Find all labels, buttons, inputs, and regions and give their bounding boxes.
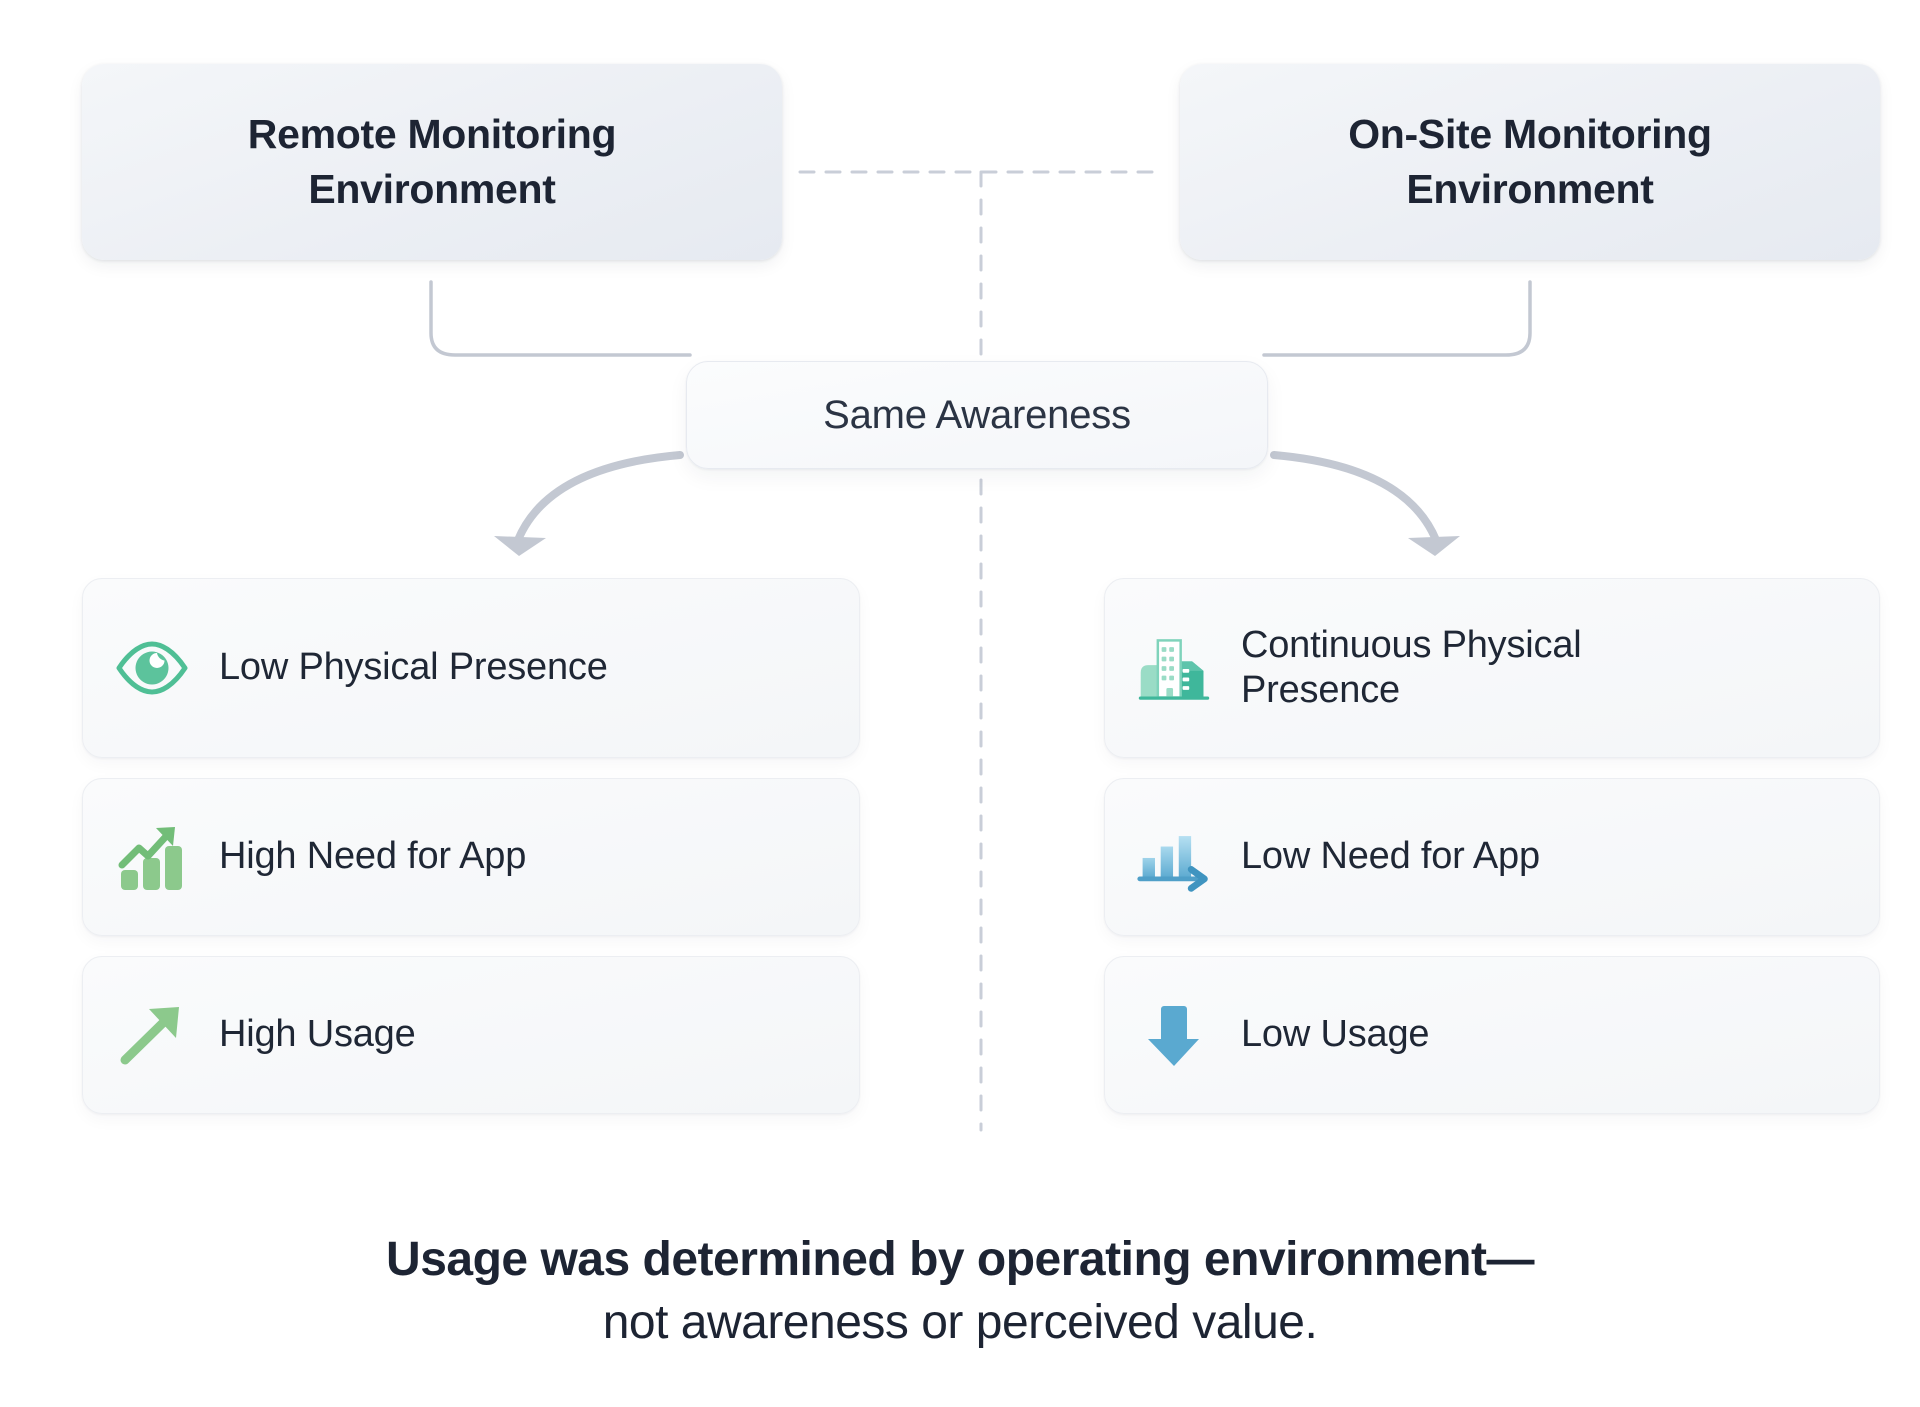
same-awareness-label: Same Awareness [823,392,1131,437]
connector-right-env-to-center [1262,280,1532,357]
eye-icon [113,629,191,707]
same-awareness-node: Same Awareness [686,361,1268,469]
office-building-icon [1135,629,1213,707]
card-low-usage: Low Usage [1104,956,1880,1114]
card-high-need-for-app: High Need for App [82,778,860,936]
remote-env-label-line2: Environment [308,166,556,212]
summary-caption: Usage was determined by operating enviro… [0,1228,1920,1355]
caption-line-2: not awareness or perceived value. [602,1296,1318,1350]
onsite-env-label-line1: On-Site Monitoring [1348,111,1712,158]
card-label: Low Physical Presence [219,646,608,689]
card-label: High Usage [219,1013,416,1056]
arrow-center-to-right [1270,451,1440,544]
card-label-line1: Continuous Physical [1241,624,1582,667]
arrow-up-right-icon [113,996,191,1074]
card-high-usage: High Usage [82,956,860,1114]
card-low-physical-presence: Low Physical Presence [82,578,860,758]
arrow-down-icon [1135,996,1213,1074]
bar-chart-flat-icon [1135,818,1213,896]
remote-monitoring-environment-box: Remote Monitoring Environment [82,64,782,260]
arrow-head-left [494,536,546,556]
card-label: Low Usage [1241,1013,1430,1056]
card-label: Low Need for App [1241,835,1540,878]
bar-chart-up-icon [113,818,191,896]
caption-line-1: Usage was determined by operating enviro… [386,1233,1534,1286]
arrow-center-to-left [514,451,684,544]
card-label: Continuous Physical Presence [1241,623,1582,713]
card-low-need-for-app: Low Need for App [1104,778,1880,936]
card-label-line2: Presence [1241,669,1400,711]
card-label: High Need for App [219,835,527,878]
onsite-env-label-line2: Environment [1406,166,1654,212]
card-continuous-physical-presence: Continuous Physical Presence [1104,578,1880,758]
connector-left-env-to-center [429,280,692,357]
arrow-head-right [1408,536,1460,556]
remote-env-label-line1: Remote Monitoring [247,111,617,158]
onsite-monitoring-environment-box: On-Site Monitoring Environment [1180,64,1880,260]
